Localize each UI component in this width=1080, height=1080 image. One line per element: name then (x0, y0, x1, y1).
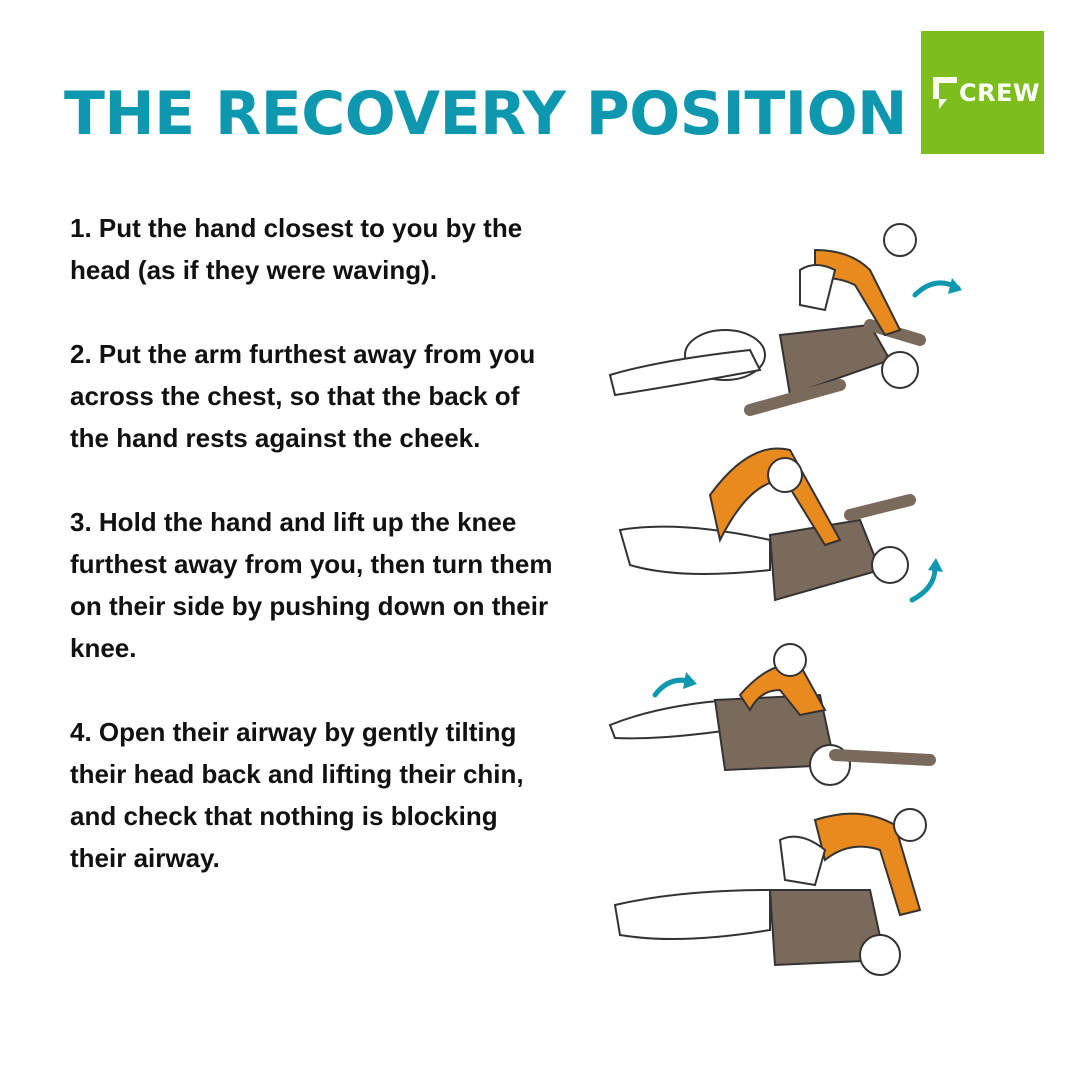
logo-text: CREW (959, 79, 1040, 107)
step-2-illustration (618, 447, 943, 603)
step-4-text: 4. Open their airway by gently tilting t… (70, 717, 524, 873)
step-3-text: 3. Hold the hand and lift up the knee fu… (70, 507, 553, 663)
step-1-text: 1. Put the hand closest to you by the he… (70, 213, 523, 285)
page-title: THE RECOVERY POSITION (64, 79, 907, 149)
step-4-illustration (613, 808, 927, 976)
step-3-illustration (608, 643, 936, 786)
step-1-illustration (608, 223, 962, 416)
step-2-text: 2. Put the arm furthest away from you ac… (70, 339, 536, 453)
crew-logo: CREW (921, 31, 1044, 154)
speech-bubble-icon (933, 77, 957, 109)
recovery-position-illustrations (608, 223, 962, 976)
steps-list: 1. Put the hand closest to you by the he… (70, 207, 560, 921)
curved-arrow-up-icon (909, 565, 938, 603)
